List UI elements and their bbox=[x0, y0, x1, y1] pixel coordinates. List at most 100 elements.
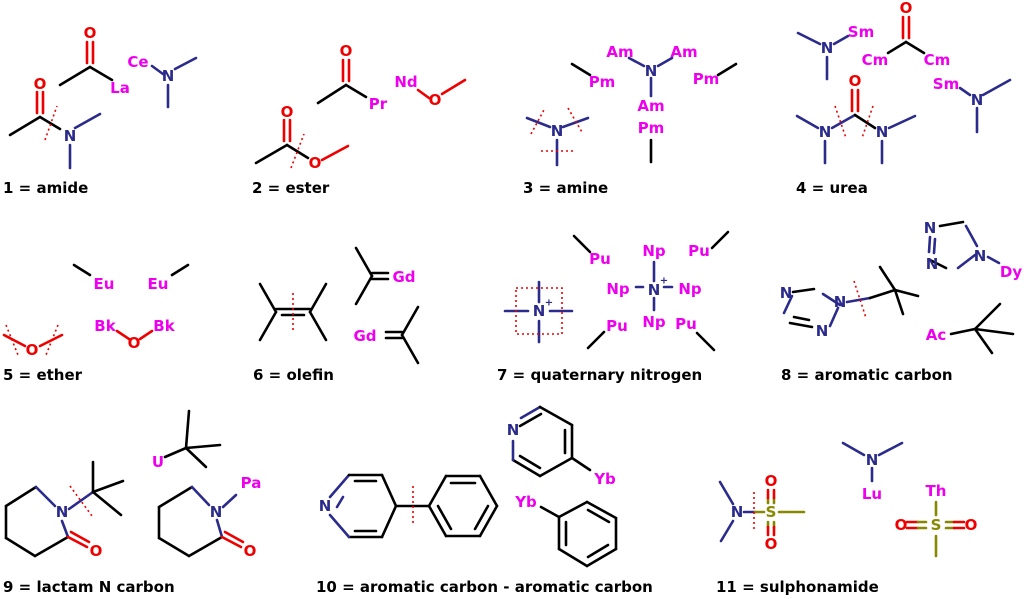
oxygen-atom: O bbox=[34, 75, 47, 93]
dummy-atom-th: Th bbox=[926, 482, 947, 500]
nitrogen-atom: N bbox=[162, 67, 175, 85]
oxygen-atom: O bbox=[965, 516, 978, 534]
panel-1-amide: O La N Ce O N 1 = amide bbox=[3, 24, 198, 197]
pyridine-fragment-yb: N Yb bbox=[507, 405, 616, 488]
dummy-atom-pu: Pu bbox=[675, 315, 697, 333]
alkoxy-fragment-nd: O Nd bbox=[394, 73, 467, 109]
caption-urea: 4 = urea bbox=[796, 179, 868, 197]
nitrogen-atom: N bbox=[924, 219, 937, 237]
panel-2-ester: O Pr O Nd O O 2 = ester bbox=[252, 42, 467, 197]
nitrogen-atom: N bbox=[876, 123, 889, 141]
tert-butyl-fragment-ac: Ac bbox=[926, 302, 1015, 355]
dummy-atom-pu: Pu bbox=[606, 317, 628, 335]
cleavage-marker bbox=[861, 105, 874, 139]
panel-7-quaternary-nitrogen: N + N + Np Np Np Np Pu Pu Pu Pu 7 = quat… bbox=[497, 230, 730, 384]
alkene-fragment-gd-top: Gd bbox=[354, 246, 416, 306]
dummy-atom-pm: Pm bbox=[693, 70, 720, 88]
nitrogen-atom: N bbox=[210, 503, 223, 521]
amine-fragment-ce: N Ce bbox=[127, 53, 198, 109]
sulfonyl-fragment-th: S O O Th bbox=[895, 482, 978, 558]
urea-molecule: O N N bbox=[795, 72, 917, 165]
dummy-atom-pu: Pu bbox=[688, 242, 710, 260]
dummy-atom-np: Np bbox=[606, 280, 630, 298]
nitrogen-atom: N bbox=[645, 62, 658, 80]
nitrogen-atom: N bbox=[551, 122, 564, 140]
nitrogen-atom: N bbox=[56, 503, 69, 521]
amine-molecule: N bbox=[525, 107, 590, 167]
phenylpyridine-molecule: N bbox=[319, 473, 499, 539]
dummy-atom-pr: Pr bbox=[369, 95, 388, 113]
nitrogen-atom: N bbox=[816, 322, 829, 340]
tri-substituted-amine: N Am Am Am Pm Pm Pm bbox=[570, 43, 738, 164]
dummy-atom-sm: Sm bbox=[848, 23, 874, 41]
eu-fragment-right: Eu bbox=[148, 263, 190, 293]
oxygen-atom: O bbox=[765, 472, 778, 490]
panel-4-urea: N Sm O Cm Cm N Sm O bbox=[795, 0, 1012, 197]
dummy-atom-np: Np bbox=[678, 280, 702, 298]
caption-ether: 5 = ether bbox=[3, 366, 83, 384]
triazole-tert-butyl-molecule: N N N bbox=[780, 265, 920, 340]
nitrogen-atom: N bbox=[974, 247, 987, 265]
nitrogen-atom: N bbox=[866, 451, 879, 469]
ether-molecule: O bbox=[2, 324, 64, 359]
dummy-atom-cm: Cm bbox=[924, 51, 951, 69]
oxygen-atom: O bbox=[84, 24, 97, 42]
caption-sulphonamide: 11 = sulphonamide bbox=[716, 578, 879, 596]
dummy-atom-gd: Gd bbox=[392, 268, 415, 286]
nitrogen-atom: N bbox=[819, 123, 832, 141]
dummy-atom-pu: Pu bbox=[589, 250, 611, 268]
nitrogen-atom: N bbox=[507, 421, 520, 439]
oxygen-atom: O bbox=[340, 42, 353, 60]
cleavage-marker bbox=[567, 107, 584, 135]
oxygen-atom: O bbox=[765, 535, 778, 553]
dummy-atom-pa: Pa bbox=[241, 474, 262, 492]
dummy-atom-ac: Ac bbox=[926, 326, 947, 344]
dummy-atom-cm: Cm bbox=[862, 51, 889, 69]
oxygen-atom: O bbox=[309, 154, 322, 172]
caption-amide: 1 = amide bbox=[3, 179, 88, 197]
oxygen-atom: O bbox=[26, 341, 39, 359]
nitrogen-atom: N bbox=[821, 39, 834, 57]
nitrogen-atom: N bbox=[926, 255, 939, 273]
dummy-atom-gd: Gd bbox=[353, 327, 376, 345]
oxygen-atom: O bbox=[128, 334, 141, 352]
dummy-atom-lu: Lu bbox=[862, 485, 882, 503]
panel-11-sulphonamide: N S O O N Lu S O O Th bbox=[716, 441, 978, 596]
quaternary-fragment-np: N + Np Np Np Np bbox=[606, 242, 702, 331]
caption-olefin: 6 = olefin bbox=[253, 366, 334, 384]
cleavage-marker bbox=[69, 485, 93, 517]
dummy-atom-yb: Yb bbox=[514, 493, 537, 511]
benzene-fragment-yb: Yb bbox=[514, 493, 618, 568]
dummy-atom-yb: Yb bbox=[593, 470, 616, 488]
nitrogen-atom: N bbox=[971, 91, 984, 109]
nitrogen-atom: N bbox=[731, 503, 744, 521]
dummy-atom-eu: Eu bbox=[94, 275, 115, 293]
dummy-atom-sm: Sm bbox=[933, 75, 959, 93]
dummy-atom-dy: Dy bbox=[1000, 263, 1022, 281]
nitrogen-atom: N bbox=[780, 284, 793, 302]
positive-charge: + bbox=[660, 276, 668, 287]
amine-fragment-sm-right: N Sm bbox=[933, 75, 1012, 134]
ether-bk-fragment: O Bk Bk bbox=[94, 317, 175, 352]
positive-charge: + bbox=[545, 298, 553, 309]
caption-quaternary-nitrogen: 7 = quaternary nitrogen bbox=[497, 366, 702, 384]
sulfur-atom: S bbox=[766, 503, 777, 521]
cleavage-marker bbox=[44, 105, 58, 141]
cleavage-marker bbox=[5, 324, 19, 356]
olefin-molecule bbox=[258, 282, 328, 342]
amine-fragment-lu: N Lu bbox=[841, 441, 904, 503]
oxygen-atom: O bbox=[895, 516, 908, 534]
caption-ester: 2 = ester bbox=[252, 179, 330, 197]
sulphonamide-molecule: N S O O bbox=[718, 472, 806, 553]
caption-aromatic-carbon: 8 = aromatic carbon bbox=[781, 366, 953, 384]
nitrogen-atom: N bbox=[648, 281, 661, 299]
cleavage-box-marker bbox=[515, 287, 563, 335]
dummy-atom-bk: Bk bbox=[94, 317, 116, 335]
nitrogen-atom: N bbox=[319, 497, 332, 515]
caption-lactam-n-carbon: 9 = lactam N carbon bbox=[3, 578, 175, 596]
panel-8-aromatic-carbon: N N N N N N Dy Ac 8 = aromatic carbon bbox=[780, 219, 1023, 384]
dummy-atom-am: Am bbox=[606, 43, 633, 61]
tert-butyl-fragment-u: U bbox=[152, 409, 222, 471]
oxygen-atom: O bbox=[281, 103, 294, 121]
